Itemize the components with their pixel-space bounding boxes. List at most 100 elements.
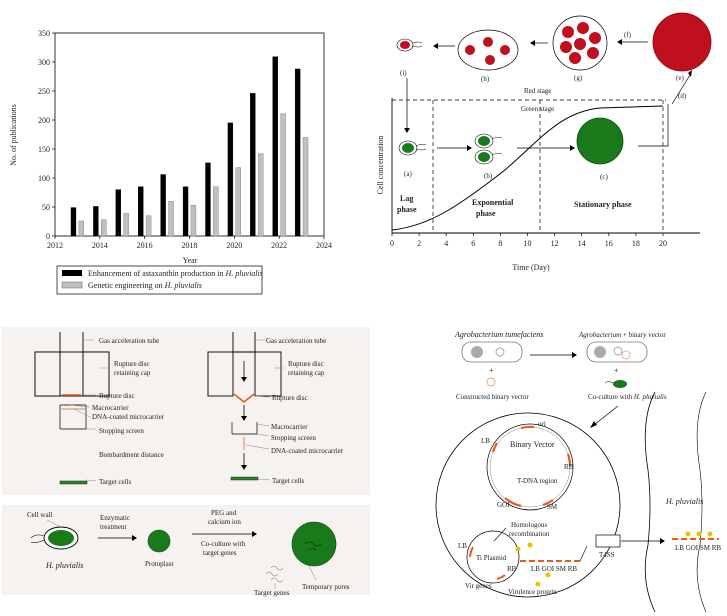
- enzymatic-label-2: treatment: [100, 523, 126, 531]
- target-label-1: Target cells: [99, 478, 132, 486]
- x-tick-label: 2014: [92, 241, 108, 250]
- y-axis-label: No. of publications: [9, 104, 18, 166]
- biolistic-diagram: Gas acceleration tube Rupture disc retai…: [2, 327, 370, 495]
- legend-swatch-gray: [61, 281, 83, 289]
- tube-label-1: Gas acceleration tube: [99, 337, 159, 345]
- rb-label-2: RB: [507, 565, 517, 573]
- y-tick-label: 0: [46, 232, 50, 241]
- bar-astaxanthin-2015: [115, 189, 121, 237]
- bar-astaxanthin-2016: [138, 186, 144, 237]
- bar-genetic-2014: [101, 219, 107, 237]
- lag-phase-label: Lag: [400, 194, 413, 203]
- bar-astaxanthin-2017: [160, 174, 166, 237]
- bar-genetic-2019: [213, 186, 219, 237]
- tube-label-2: Gas acceleration tube: [266, 337, 326, 345]
- protoplast-label: Protoplast: [145, 560, 173, 568]
- bar-genetic-2022: [280, 113, 286, 237]
- label-f: (f): [624, 31, 632, 39]
- bar-genetic-2020: [235, 167, 241, 237]
- ti-plasmid-label: Ti Plasmid: [476, 554, 507, 562]
- bar-astaxanthin-2018: [182, 186, 189, 237]
- agrobacterium-diagram: Agrobacterium tumefaciens Agrobacterium …: [435, 330, 721, 613]
- agro-cell: [435, 412, 621, 598]
- label-i: (i): [400, 69, 407, 77]
- x-tick-label: 2022: [271, 241, 287, 250]
- stop-label-2: Stopping screen: [271, 434, 316, 442]
- bar-astaxanthin-2023: [294, 68, 301, 237]
- agro-binary-title: Agrobacterium + binary vector: [578, 331, 666, 339]
- cell-i: [396, 38, 423, 52]
- bar-astaxanthin-2020: [227, 122, 234, 237]
- target-label-2: Target cells: [272, 477, 305, 485]
- tdna-label: T-DNA region: [517, 477, 558, 485]
- exp-phase-label-2: phase: [476, 209, 496, 218]
- label-h: (h): [481, 75, 490, 83]
- plus-2: +: [614, 366, 619, 375]
- homologous-label-1: Homologous: [511, 521, 547, 529]
- green-stage-label: Green stage: [521, 105, 554, 113]
- t4ss-label: T4SS: [599, 551, 615, 559]
- coculture-label-2: target genes: [203, 549, 237, 557]
- bar-genetic-2015: [123, 213, 129, 237]
- protoplast-with-pores: [291, 521, 337, 567]
- growth-tick-label: 0: [390, 239, 394, 248]
- growth-tick-label: 8: [498, 239, 502, 248]
- exp-phase-label: Exponential: [472, 198, 514, 207]
- y-tick-label: 350: [38, 29, 50, 38]
- y-tick-label: 150: [38, 145, 50, 154]
- vir-genes-label: Vir genes: [465, 582, 492, 590]
- disc-label-2: Rupture disc: [272, 394, 308, 402]
- transfer-seq-label: LB GOI SM RB: [531, 565, 577, 573]
- bar-marks: [70, 56, 309, 237]
- coculture-agro-label: Co-culture with H. pluvialis: [588, 393, 667, 401]
- x-tick-label: 2016: [137, 241, 153, 250]
- growth-tick-label: 6: [471, 239, 475, 248]
- bar-astaxanthin-2021: [250, 93, 256, 237]
- growth-tick-label: 4: [444, 239, 448, 248]
- chart-legend: Enhancement of astaxanthin production in…: [56, 265, 263, 295]
- label-b: (b): [484, 172, 493, 180]
- bar-astaxanthin-2022: [272, 56, 278, 237]
- macro-label-2: Macrocarrier: [271, 423, 308, 431]
- growth-curve: [391, 105, 664, 231]
- bar-genetic-2016: [145, 215, 152, 237]
- binary-vector-label: Binary Vector: [510, 440, 555, 449]
- lb-label: LB: [481, 437, 490, 445]
- cap-label-2a: Rupture disc: [288, 360, 324, 368]
- bar-genetic-2021: [258, 153, 264, 237]
- legend-swatch-black: [62, 270, 82, 276]
- cell-c: [576, 117, 624, 165]
- legend-item-1: Enhancement of astaxanthin production in…: [88, 269, 263, 278]
- growth-tick-label: 20: [659, 239, 667, 248]
- disc-label-1: Rupture disc: [99, 392, 135, 400]
- x-tick-label: 2012: [47, 241, 63, 250]
- cell-wall-label: Cell wall: [27, 511, 53, 519]
- stop-label-1: Stopping screen: [99, 427, 144, 435]
- enzymatic-label-1: Enzymatic: [100, 514, 130, 522]
- label-e: (e): [676, 74, 684, 82]
- y-tick-label: 200: [38, 116, 50, 125]
- peg-label-1: PEG and: [211, 509, 237, 517]
- cap-label-1a: Rupture disc: [114, 360, 150, 368]
- goi-label: GOI: [497, 501, 510, 509]
- bar-astaxanthin-2014: [93, 206, 99, 237]
- sm-label: SM: [547, 503, 558, 511]
- agro-title: Agrobacterium tumefaciens: [454, 330, 543, 339]
- growth-tick-label: 10: [524, 239, 532, 248]
- bar-genetic-2023: [302, 137, 309, 237]
- bar-genetic-2013: [78, 220, 85, 237]
- plus-1: +: [489, 366, 494, 375]
- y-tick-label: 250: [38, 87, 50, 96]
- hp-cell-wall: [644, 391, 656, 613]
- label-a: (a): [404, 170, 412, 178]
- cell-b: [474, 133, 503, 165]
- protoplast-cell: [147, 529, 171, 553]
- pores-label: Temporary pores: [302, 583, 350, 591]
- bar-genetic-2017: [168, 200, 174, 237]
